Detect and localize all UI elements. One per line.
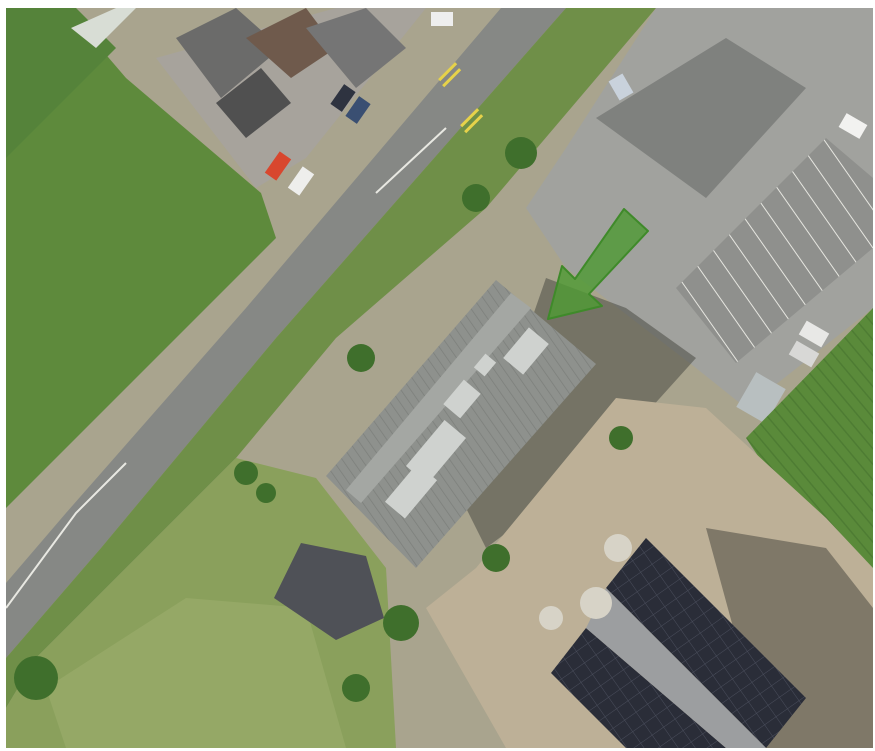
field-strip-top-left: [6, 8, 116, 158]
car-red: [264, 151, 292, 181]
shed-roof: [274, 543, 384, 640]
round-planter-3: [539, 606, 563, 630]
roof-ridge: [346, 293, 531, 503]
car-dark: [330, 84, 356, 112]
agricultural-field-right: [746, 308, 873, 568]
trees: [14, 137, 633, 702]
solar-roof-lower: [551, 628, 726, 748]
grass-verge: [6, 8, 656, 708]
roof-light-patches: [384, 327, 549, 519]
crosswalk: [438, 62, 484, 134]
house-roof-4: [306, 8, 406, 88]
parked-car-2: [838, 113, 868, 139]
road-edge-line: [6, 462, 127, 609]
solar-roof-upper: [606, 538, 806, 748]
agricultural-field-left: [6, 8, 276, 508]
greenhouse: [71, 8, 136, 48]
parking-stalls: [596, 38, 806, 198]
new-building-shadow: [706, 528, 873, 748]
aerial-map: [6, 8, 873, 748]
house-roof-3: [216, 68, 291, 138]
lawn-patch: [46, 598, 346, 748]
parked-car-3: [798, 320, 830, 348]
car-white: [287, 166, 315, 196]
parked-car-1: [608, 73, 634, 101]
parking-stalls-lined: [676, 138, 873, 363]
parked-car-4: [788, 340, 820, 368]
car-top-white: [431, 12, 453, 26]
road-center-line: [375, 127, 447, 194]
round-planter-2: [580, 587, 612, 619]
trailer: [736, 372, 786, 424]
building-roof-edge: [586, 588, 766, 748]
main-road: [6, 8, 566, 658]
round-planter-1: [604, 534, 632, 562]
house-roof-1: [176, 8, 281, 98]
car-blue: [345, 96, 371, 124]
